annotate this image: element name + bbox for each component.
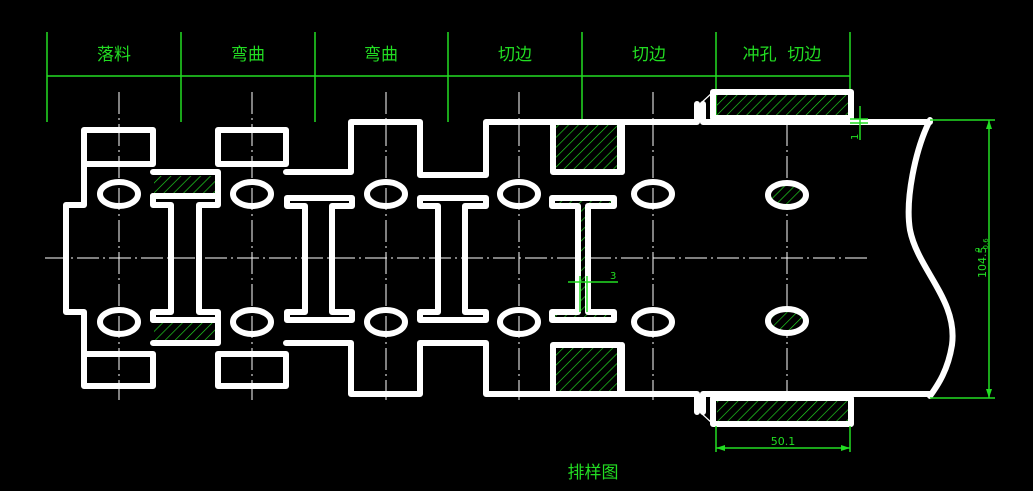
drawing-caption: 排样图 <box>568 463 619 483</box>
web-thickness-value: 3 <box>610 271 616 282</box>
pilot-hole <box>631 179 675 209</box>
scrap-hatch <box>154 176 216 194</box>
i-profile <box>417 195 489 323</box>
pilot-hole <box>497 179 541 209</box>
scrap-hatch <box>154 322 216 340</box>
pilot-hole <box>364 307 408 337</box>
dimension-offset: 1 <box>850 106 868 140</box>
part-tab <box>215 127 289 167</box>
carrier-bridge <box>150 169 221 199</box>
pilot-holes <box>97 179 809 337</box>
pilot-hole <box>631 307 675 337</box>
scrap-hatch <box>717 94 849 116</box>
strip-width-value: 104.5 <box>976 247 989 279</box>
station-label-bending-2: 弯曲 <box>364 45 398 65</box>
scrap-hatch <box>580 206 587 312</box>
station-labels: 落料 弯曲 弯曲 切边 切边 冲孔 切边 <box>97 45 821 65</box>
strip-bottom-edge <box>617 391 933 415</box>
pierce-window <box>710 89 854 121</box>
pilot-hole <box>97 179 141 209</box>
station-label-blanking: 落料 <box>97 45 131 65</box>
pierced-hole <box>765 306 809 336</box>
scrap-hatch <box>769 311 805 331</box>
offset-value: 1 <box>850 134 861 140</box>
station-header-grid <box>46 32 851 122</box>
scrap-hatch <box>556 124 618 172</box>
station-label-trimming-2: 切边 <box>632 45 666 65</box>
pilot-hole <box>230 179 274 209</box>
blank-tab <box>81 351 156 389</box>
trim-window <box>550 119 623 175</box>
station-label-trimming-1: 切边 <box>498 45 532 65</box>
pilot-hole <box>364 179 408 209</box>
strip-outline <box>63 89 956 427</box>
blank-side <box>150 193 174 323</box>
strip-end-curve <box>905 117 956 399</box>
dimension-web-thickness: 3 <box>568 271 618 312</box>
carrier-bridge <box>150 317 221 346</box>
strip-top-edge <box>283 119 625 178</box>
centerlines <box>45 92 870 420</box>
trim-window <box>550 342 623 397</box>
scrap-regions <box>154 94 849 422</box>
dimension-pitch: 50.1 <box>715 426 851 452</box>
strip-width-tol-lower: -0.6 <box>982 238 990 252</box>
strip-width-tol-upper: 0 <box>974 248 982 252</box>
blank-tab <box>81 127 156 167</box>
i-profile <box>284 195 355 323</box>
scrap-hatch <box>717 400 849 422</box>
pilot-hole <box>230 307 274 337</box>
blank-side <box>63 161 87 357</box>
scrap-hatch <box>552 312 612 320</box>
chamfer-line <box>699 91 714 425</box>
pierce-window <box>710 395 854 427</box>
blank-side <box>196 193 221 323</box>
station-label-piercing-trimming: 冲孔 切边 <box>743 45 822 65</box>
strip-top-edge <box>617 101 933 125</box>
pierced-hole <box>765 180 809 210</box>
dimension-strip-width: 104.5 0 -0.6 <box>930 119 995 399</box>
pitch-value: 50.1 <box>771 435 796 448</box>
station-label-bending-1: 弯曲 <box>231 45 265 65</box>
i-profile <box>549 195 617 323</box>
strip-bottom-edge <box>283 340 625 397</box>
scrap-hatch <box>552 198 612 206</box>
pilot-hole <box>97 307 141 337</box>
scrap-hatch <box>769 185 805 205</box>
part-tab <box>215 351 289 389</box>
pilot-hole <box>497 307 541 337</box>
scrap-hatch <box>556 345 618 391</box>
